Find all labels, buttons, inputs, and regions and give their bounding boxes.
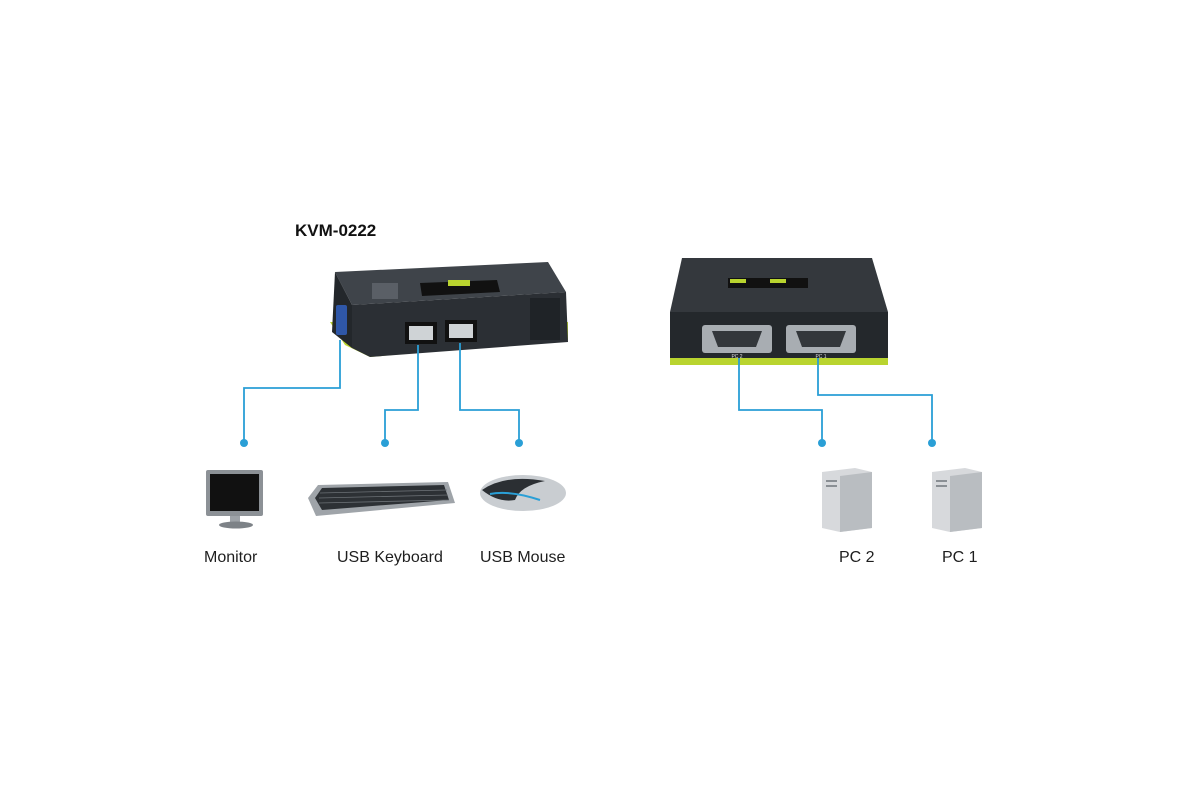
device-label-mouse: USB Mouse — [480, 549, 566, 566]
kvm-back-base-accent — [670, 358, 888, 365]
product-title: KVM-0222 — [295, 221, 377, 240]
connector-endpoint — [928, 439, 936, 447]
pc-tower-icon — [932, 468, 982, 532]
connector-endpoint — [240, 439, 248, 447]
connector-mouse — [459, 343, 520, 442]
vga-port — [336, 305, 347, 335]
mouse-icon — [480, 475, 566, 511]
usb-port-insert — [449, 324, 473, 338]
device-label-monitor: Monitor — [204, 549, 258, 566]
connector-endpoint — [381, 439, 389, 447]
kvm-back-top-slot — [728, 278, 808, 288]
kvm-back-top-led — [730, 279, 746, 283]
device-label-pc1: PC 1 — [942, 549, 978, 566]
kvm-back-top-led — [770, 279, 786, 283]
pc-tower-icon — [822, 468, 872, 532]
connector-keyboard — [384, 345, 419, 442]
kvm-front-right-panel — [530, 298, 560, 340]
vga-port-pc2-label: PC 2 — [731, 354, 742, 360]
connector-endpoint — [515, 439, 523, 447]
vga-port-pc1-label: PC 1 — [815, 354, 826, 360]
kvm-front-top-slot — [420, 280, 500, 296]
keyboard-icon — [308, 482, 455, 516]
connector-endpoints — [240, 439, 936, 447]
vga-port-pc1-socket — [796, 331, 846, 347]
device-label-keyboard: USB Keyboard — [337, 549, 443, 566]
connector-endpoint — [818, 439, 826, 447]
kvm-front-top-led — [448, 280, 470, 286]
device-label-pc2: PC 2 — [839, 549, 875, 566]
connector-monitor — [243, 340, 341, 442]
kvm-front-unit — [330, 262, 568, 357]
connector-pc2 — [738, 358, 823, 442]
vga-port-pc2-socket — [712, 331, 762, 347]
monitor-icon — [206, 470, 263, 529]
usb-port-insert — [409, 326, 433, 340]
connectors — [243, 340, 933, 442]
brand-logo — [372, 283, 398, 299]
connector-pc1 — [817, 358, 933, 442]
kvm-back-unit: PC 2 PC 1 — [670, 258, 888, 365]
